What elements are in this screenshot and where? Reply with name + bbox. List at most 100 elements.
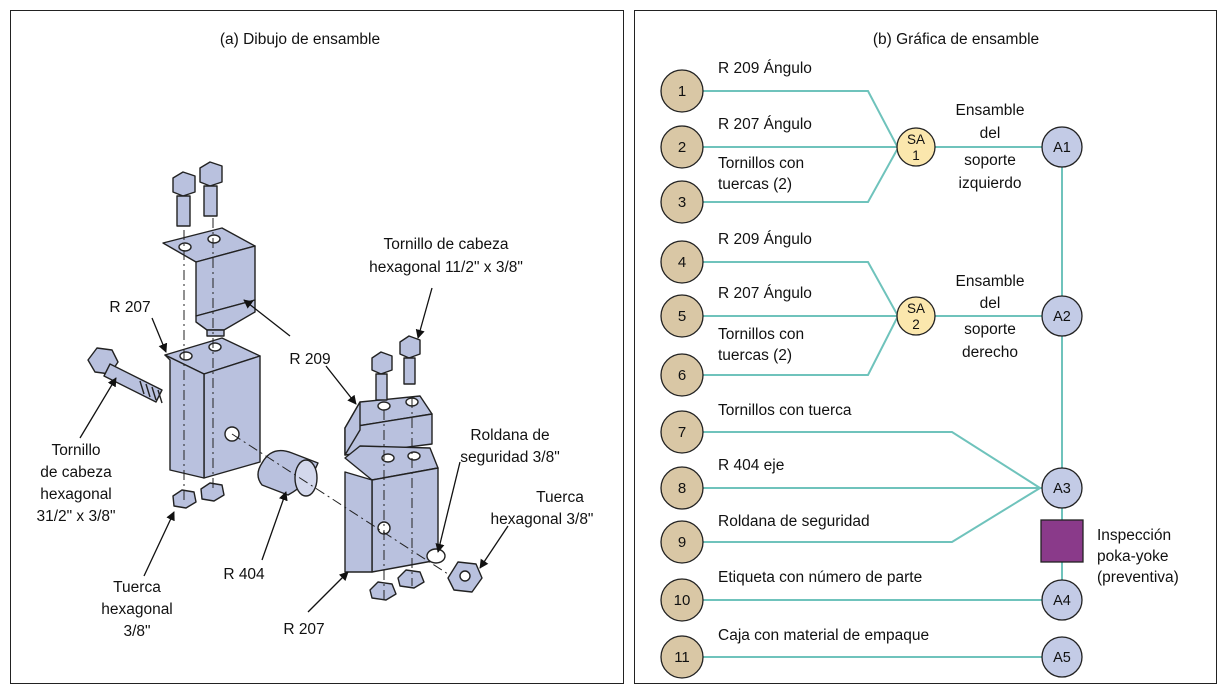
inspection-square bbox=[1040, 519, 1084, 563]
svg-text:A1: A1 bbox=[1053, 140, 1071, 156]
part-label-6-line2: tuercas (2) bbox=[718, 347, 792, 364]
svg-text:A3: A3 bbox=[1053, 481, 1071, 497]
part-label-1: R 209 Ángulo bbox=[718, 60, 812, 77]
angle-bracket-r207-right-icon bbox=[344, 445, 439, 573]
inspection-label-3: (preventiva) bbox=[1097, 569, 1179, 586]
label-bolt-big-4: 31/2" x 3/8" bbox=[36, 508, 115, 525]
svg-text:7: 7 bbox=[678, 424, 686, 441]
part-label-6-line1: Tornillos con bbox=[718, 326, 804, 343]
bolt-icon bbox=[172, 161, 223, 227]
bolt-right-icon bbox=[371, 335, 421, 401]
part-label-11: Caja con material de empaque bbox=[718, 627, 929, 644]
part-label-10: Etiqueta con número de parte bbox=[718, 569, 922, 586]
sa2-label-4: derecho bbox=[962, 344, 1018, 361]
label-tuerca-right: Tuerca bbox=[536, 489, 584, 506]
subassembly-nodes: SA 1 SA 2 bbox=[896, 127, 936, 336]
label-tuerca-right-size: hexagonal 3/8" bbox=[491, 511, 594, 528]
label-r404: R 404 bbox=[223, 566, 265, 583]
angle-bracket-r209-right-icon bbox=[344, 395, 433, 456]
label-bolt-big-2: de cabeza bbox=[40, 464, 112, 481]
inspection-label-1: Inspección bbox=[1097, 527, 1171, 544]
label-tuerca-left-3: 3/8" bbox=[123, 623, 150, 640]
label-r207-bottom: R 207 bbox=[283, 621, 324, 638]
assembly-node: A5 bbox=[1041, 636, 1083, 678]
svg-text:8: 8 bbox=[678, 480, 686, 497]
part-label-4: R 209 Ángulo bbox=[718, 231, 812, 248]
label-r209: R 209 bbox=[289, 351, 330, 368]
sa2-label-3: soporte bbox=[964, 321, 1016, 338]
svg-text:A5: A5 bbox=[1053, 650, 1071, 666]
subassembly-labels: Ensamble del soporte izquierdo Ensamble … bbox=[956, 102, 1025, 361]
label-roldana-size: seguridad 3/8" bbox=[460, 449, 559, 466]
label-tuerca-left-2: hexagonal bbox=[101, 601, 173, 618]
assembly-chart-panel bbox=[634, 10, 1217, 684]
svg-text:A4: A4 bbox=[1053, 593, 1071, 609]
assembly-node: A3 bbox=[1041, 467, 1083, 509]
sa2-label-2: del bbox=[980, 295, 1001, 312]
part-label-7: Tornillos con tuerca bbox=[718, 402, 852, 419]
label-tuerca-left-1: Tuerca bbox=[113, 579, 161, 596]
part-label-3-line2: tuercas (2) bbox=[718, 176, 792, 193]
part-node: 8 bbox=[660, 466, 704, 510]
part-label-3-line1: Tornillos con bbox=[718, 155, 804, 172]
label-bolt-big-3: hexagonal bbox=[40, 486, 112, 503]
part-node: 2 bbox=[660, 125, 704, 169]
drawing-title: (a) Dibujo de ensamble bbox=[220, 31, 380, 48]
subassembly-node: SA 2 bbox=[896, 296, 936, 336]
part-node: 6 bbox=[660, 353, 704, 397]
svg-text:2: 2 bbox=[912, 317, 920, 332]
chart-title: (b) Gráfica de ensamble bbox=[873, 31, 1039, 48]
part-node: 7 bbox=[660, 410, 704, 454]
assembly-node: A1 bbox=[1041, 126, 1083, 168]
part-nodes: 1 2 3 4 5 6 7 8 9 10 11 bbox=[660, 69, 704, 679]
svg-text:6: 6 bbox=[678, 367, 686, 384]
leader-lines bbox=[79, 287, 509, 613]
sa2-label-1: Ensamble bbox=[956, 273, 1025, 290]
subassembly-node: SA 1 bbox=[896, 127, 936, 167]
label-bolt-small: Tornillo de cabeza bbox=[384, 236, 509, 253]
part-node: 5 bbox=[660, 294, 704, 338]
svg-text:SA: SA bbox=[907, 132, 925, 147]
label-bolt-small-size: hexagonal 11/2" x 3/8" bbox=[369, 259, 523, 276]
svg-text:1: 1 bbox=[912, 148, 920, 163]
svg-text:3: 3 bbox=[678, 194, 686, 211]
sa1-label-1: Ensamble bbox=[956, 102, 1025, 119]
part-label-9: Roldana de seguridad bbox=[718, 513, 870, 530]
label-roldana: Roldana de bbox=[470, 427, 549, 444]
sa1-label-4: izquierdo bbox=[959, 175, 1022, 192]
part-label-5: R 207 Ángulo bbox=[718, 285, 812, 302]
part-label-2: R 207 Ángulo bbox=[718, 116, 812, 133]
part-label-8: R 404 eje bbox=[718, 457, 784, 474]
svg-text:2: 2 bbox=[678, 139, 686, 156]
part-node: 10 bbox=[660, 578, 704, 622]
assembly-nodes: A1 A2 A3 A4 A5 bbox=[1041, 126, 1083, 678]
label-r207-top: R 207 bbox=[109, 299, 150, 316]
part-node: 11 bbox=[660, 635, 704, 679]
assembly-node: A4 bbox=[1041, 579, 1083, 621]
part-node: 3 bbox=[660, 180, 704, 224]
sa1-label-2: del bbox=[980, 125, 1001, 142]
part-labels: R 209 Ángulo R 207 Ángulo Tornillos con … bbox=[718, 60, 929, 644]
roller-axle-r404-icon bbox=[257, 449, 319, 497]
angle-bracket-r209-icon bbox=[162, 227, 256, 337]
inspection-label-2: poka-yoke bbox=[1097, 548, 1169, 565]
svg-text:SA: SA bbox=[907, 301, 925, 316]
svg-text:5: 5 bbox=[678, 308, 686, 325]
svg-text:10: 10 bbox=[674, 592, 691, 609]
label-bolt-big-1: Tornillo bbox=[51, 442, 100, 459]
part-node: 9 bbox=[660, 520, 704, 564]
assembly-drawing-panel bbox=[10, 10, 624, 684]
sa1-label-3: soporte bbox=[964, 152, 1016, 169]
hex-bolt-large-icon bbox=[87, 347, 163, 404]
exploded-drawing bbox=[87, 161, 483, 601]
svg-text:1: 1 bbox=[678, 83, 686, 100]
assembly-node: A2 bbox=[1041, 295, 1083, 337]
svg-text:9: 9 bbox=[678, 534, 686, 551]
svg-text:A2: A2 bbox=[1053, 309, 1071, 325]
svg-text:11: 11 bbox=[674, 649, 690, 666]
hex-nut-icon bbox=[172, 482, 225, 509]
part-node: 1 bbox=[660, 69, 704, 113]
part-node: 4 bbox=[660, 240, 704, 284]
